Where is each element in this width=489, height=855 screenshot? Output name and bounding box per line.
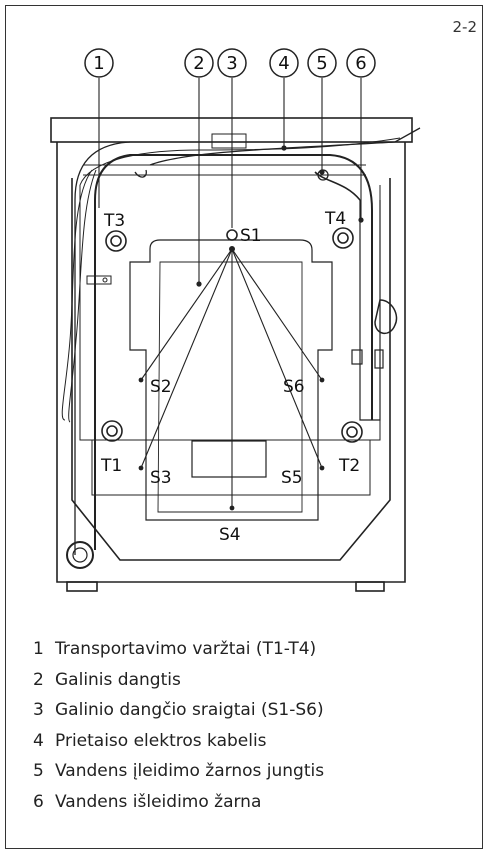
callout-3-label: 3: [226, 53, 237, 74]
legend-number: 3: [33, 700, 44, 720]
transport-bolt-t1: [101, 420, 123, 442]
label-s5: S5: [281, 468, 303, 488]
callout-2-label: 2: [193, 53, 204, 74]
callout-6: [346, 48, 376, 78]
machine-body: [56, 142, 406, 583]
drain-hose: [94, 154, 373, 550]
back-panel: [129, 239, 333, 521]
legend-list: 1 Transportavimo varžtai (T1-T4) 2 Galinis…: [33, 634, 324, 817]
label-s3: S3: [150, 468, 172, 488]
service-window: [191, 440, 267, 478]
callout-1: [84, 48, 114, 78]
legend-text: Transportavimo varžtai (T1-T4): [55, 639, 317, 659]
callout-6-label: 6: [355, 53, 366, 74]
label-t2: T2: [338, 456, 360, 476]
legend-text: Prietaiso elektros kabelis: [55, 730, 267, 751]
right-foot: [355, 581, 385, 592]
legend-text: Vandens išleidimo žarna: [55, 791, 262, 812]
label-s1: S1: [240, 226, 262, 246]
callout-3: [217, 48, 247, 78]
legend-text: Galinio dangčio sraigtai (S1-S6): [55, 700, 324, 720]
transport-bolt-t2: [341, 421, 363, 443]
legend-number: 4: [33, 730, 44, 751]
label-t1: T1: [100, 456, 122, 476]
transport-bolt-t3: [105, 230, 127, 252]
legend-number: 5: [33, 761, 44, 781]
label-s6: S6: [283, 377, 305, 397]
callout-5: [307, 48, 337, 78]
screw-s1: [226, 229, 238, 241]
legend-item: 6 Vandens išleidimo žarna: [33, 787, 324, 818]
callout-4-label: 4: [278, 53, 289, 74]
page-label: 2-2: [452, 18, 478, 36]
transport-bolt-t4: [332, 227, 354, 249]
callout-1-label: 1: [93, 53, 104, 74]
legend-item: 3 Galinio dangčio sraigtai (S1-S6): [33, 695, 324, 726]
legend-text: Galinis dangtis: [55, 669, 181, 690]
legend-number: 1: [33, 639, 44, 659]
label-t4: T4: [324, 209, 346, 229]
label-s2: S2: [150, 377, 172, 397]
legend-item: 5 Vandens įleidimo žarnos jungtis: [33, 756, 324, 787]
legend-item: 1 Transportavimo varžtai (T1-T4): [33, 634, 324, 665]
legend-number: 6: [33, 791, 44, 812]
washing-machine-back-diagram: 1 2 3 4 5 6 T3 T4 T1 T2 S1 S2 S3 S4 S5 S…: [50, 48, 421, 592]
back-cover-outline: [71, 178, 391, 561]
legend-text: Vandens įleidimo žarnos jungtis: [55, 761, 325, 781]
label-t3: T3: [103, 211, 125, 231]
page-frame: [5, 5, 483, 849]
callout-2: [184, 48, 214, 78]
legend-number: 2: [33, 669, 44, 690]
legend-item: 4 Prietaiso elektros kabelis: [33, 726, 324, 757]
callout-5-label: 5: [316, 53, 327, 74]
left-foot: [66, 581, 98, 592]
legend-item: 2 Galinis dangtis: [33, 665, 324, 696]
label-s4: S4: [219, 525, 241, 545]
callout-4: [269, 48, 299, 78]
